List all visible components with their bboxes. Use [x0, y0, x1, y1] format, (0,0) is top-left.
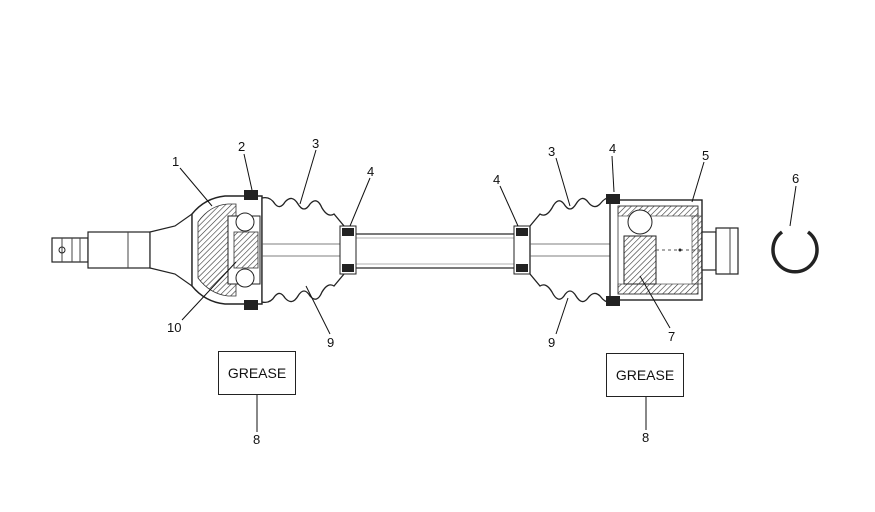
callout-8-left: 8	[253, 432, 260, 447]
callout-7: 7	[668, 329, 675, 344]
callout-6: 6	[792, 171, 799, 186]
left-stub-shaft	[51, 212, 193, 288]
callout-3-right: 3	[548, 144, 555, 159]
callout-1: 1	[172, 154, 179, 169]
right-boot	[513, 196, 613, 304]
grease-label-left: GREASE	[218, 351, 296, 395]
snap-ring	[771, 230, 819, 274]
grease-text-right: GREASE	[615, 367, 675, 383]
callout-4-left: 4	[367, 164, 374, 179]
callout-5: 5	[702, 148, 709, 163]
grease-label-right: GREASE	[606, 353, 684, 397]
leader-lines	[179, 149, 797, 432]
right-housing	[606, 194, 703, 306]
callout-3-left: 3	[312, 136, 319, 151]
callout-4-mid: 4	[493, 172, 500, 187]
left-boot	[261, 196, 357, 304]
callout-8-right: 8	[642, 430, 649, 445]
callout-10: 10	[167, 320, 181, 335]
callout-9-right: 9	[548, 335, 555, 350]
grease-text-left: GREASE	[227, 365, 287, 381]
callout-2: 2	[238, 139, 245, 154]
right-stub	[701, 227, 739, 275]
callout-4-right: 4	[609, 141, 616, 156]
callout-9-left: 9	[327, 335, 334, 350]
left-cv-housing	[191, 190, 263, 310]
